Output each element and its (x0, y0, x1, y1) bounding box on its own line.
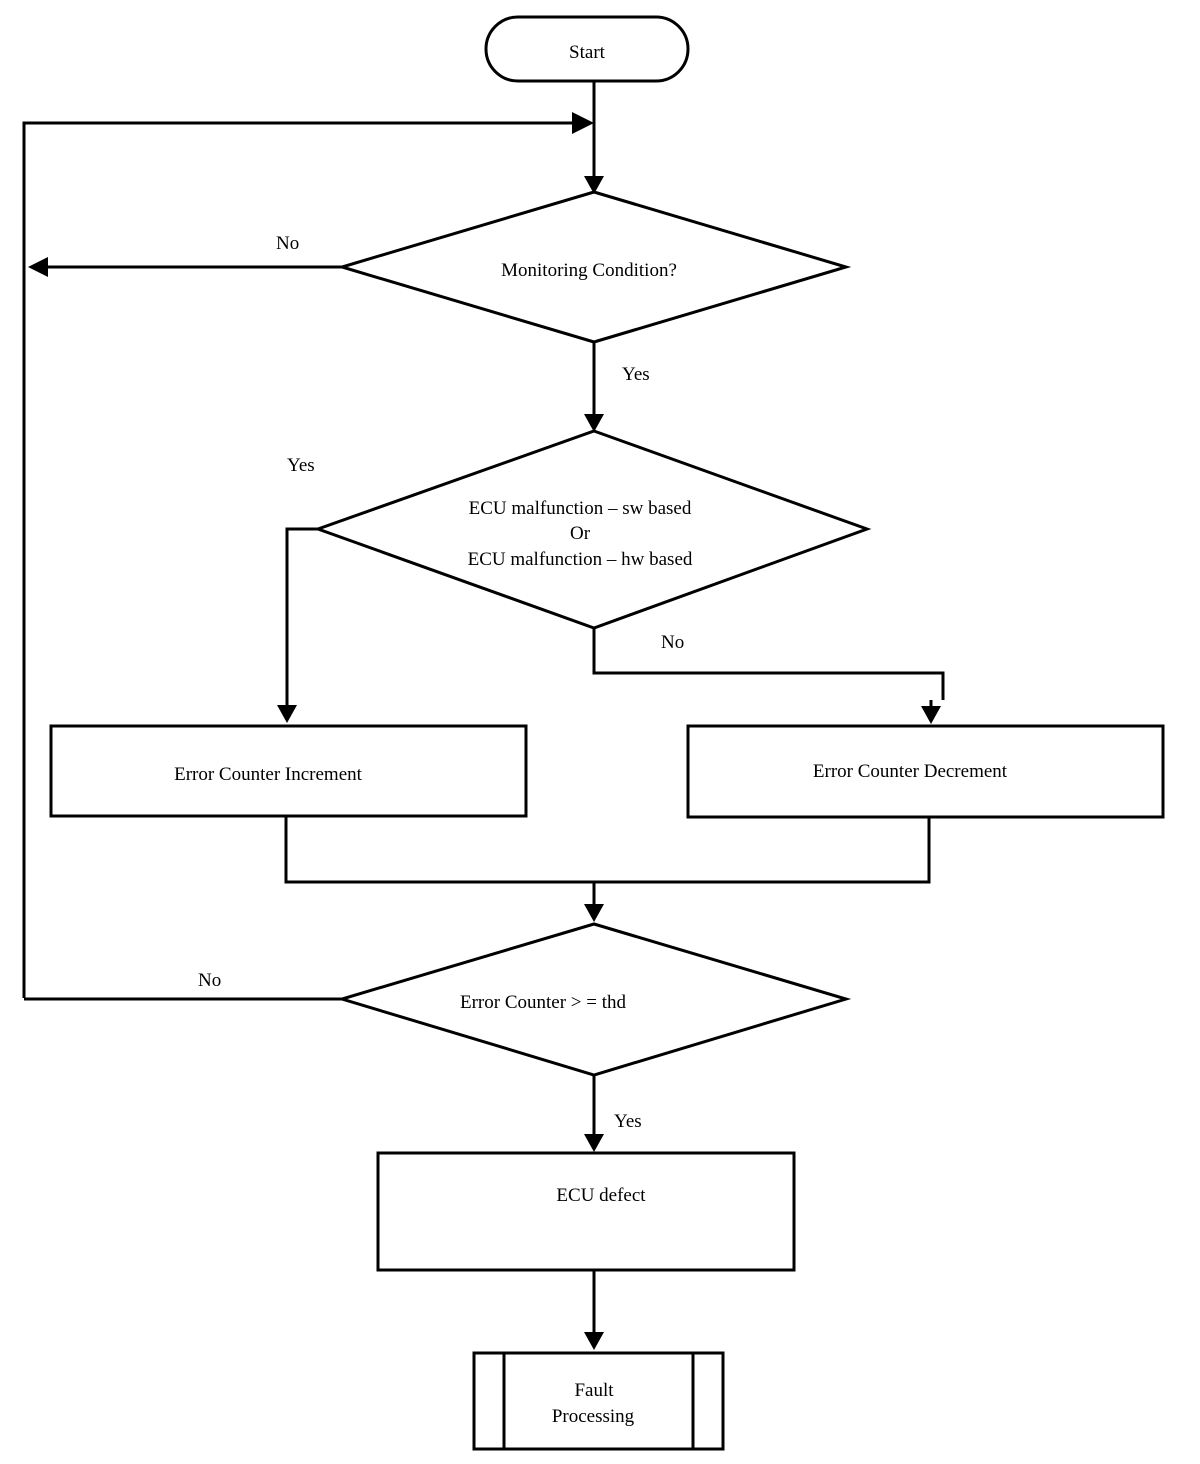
malfunction-decision (313, 429, 872, 630)
arrowhead-increment (277, 705, 297, 723)
malfunction-label-line2: Or (570, 523, 591, 544)
threshold-no-label: No (198, 970, 221, 991)
arrowhead-fault (584, 1332, 604, 1350)
arrowhead-threshold (584, 904, 604, 922)
fault-processing-box (472, 1351, 725, 1451)
malfunction-yes-label: Yes (287, 455, 315, 476)
threshold-label: Error Counter > = thd (460, 992, 627, 1013)
threshold-yes-label: Yes (614, 1111, 642, 1132)
error-counter-increment-box (49, 724, 528, 818)
start-terminator (484, 15, 690, 83)
monitoring-no-label: No (276, 233, 299, 254)
monitoring-condition-label: Monitoring Condition? (501, 260, 677, 281)
ecu-defect-box (376, 1151, 796, 1272)
flow-malfunction-yes (285, 527, 318, 708)
malfunction-label-line3: ECU malfunction – hw based (468, 549, 693, 570)
error-counter-decrement-box (686, 724, 1165, 819)
flow-increment-merge (284, 816, 931, 884)
arrowhead-malfunction (584, 414, 604, 432)
malfunction-no-label: No (661, 632, 684, 653)
loop-back-line (22, 121, 580, 998)
fault-processing-label-line2: Processing (552, 1406, 635, 1427)
arrowhead-monitoring-no (28, 257, 48, 277)
error-counter-increment-label: Error Counter Increment (174, 764, 363, 785)
error-counter-decrement-label: Error Counter Decrement (813, 761, 1008, 782)
loop-back-arrowhead (572, 112, 594, 134)
monitoring-yes-label: Yes (622, 364, 650, 385)
fault-processing-label-line1: Fault (574, 1380, 614, 1401)
arrowhead-decrement (921, 706, 941, 724)
arrowhead-defect (584, 1134, 604, 1152)
ecu-defect-label: ECU defect (556, 1185, 646, 1206)
flow-malfunction-no (592, 628, 945, 700)
start-label: Start (569, 42, 606, 63)
malfunction-label-line1: ECU malfunction – sw based (469, 498, 692, 519)
arrowhead-monitoring (584, 176, 604, 194)
